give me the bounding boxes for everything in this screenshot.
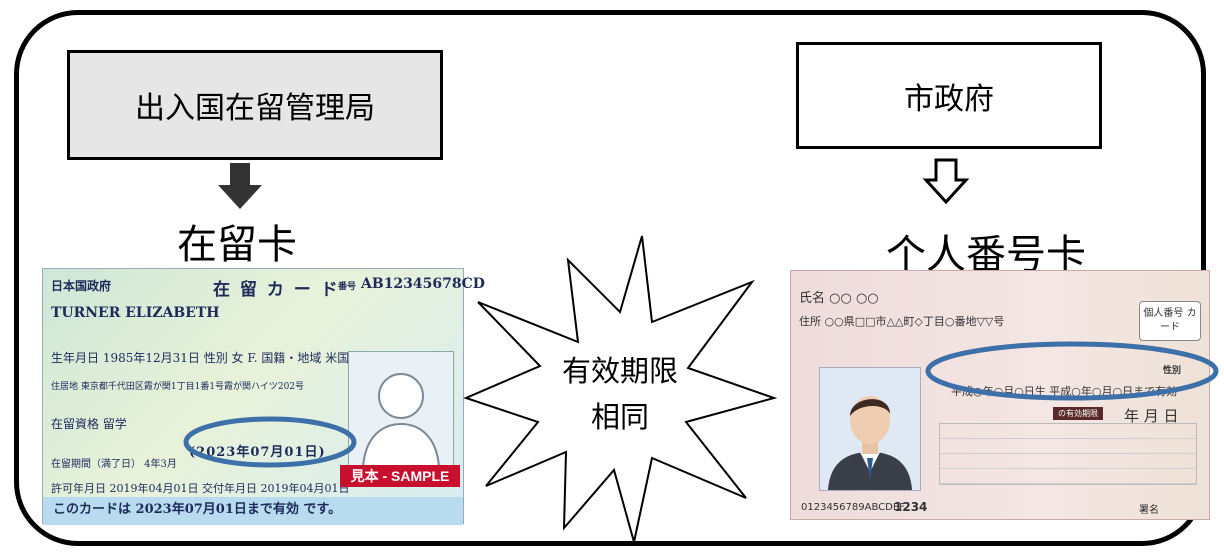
address-line: 住居地 東京都千代田区霞が関1丁目1番1号霞が関ハイツ202号 <box>51 382 305 392</box>
burst-shape <box>463 235 778 543</box>
card-title: 在 留 カ ー ド <box>213 280 340 300</box>
immigration-bureau-label: 出入国在留管理局 <box>135 91 375 126</box>
card-number: 0123456789ABCDEF <box>801 502 905 513</box>
residence-card-image: 日本国政府 在 留 カ ー ド 番号 AB12345678CD TURNER E… <box>42 268 485 525</box>
address-line: 住所 ○○県□□市△△町◇丁目○番地▽▽号 <box>799 315 1005 328</box>
note-lines <box>939 423 1197 485</box>
pin-number: 1234 <box>894 500 928 514</box>
permission-line: 許可年月日 2019年04月01日 交付年月日 2019年04月01日 <box>51 482 350 495</box>
expiry-ymd: 年 月 日 <box>1124 407 1179 425</box>
gender-label: 性別 <box>1163 366 1182 376</box>
down-arrow-filled-icon <box>218 163 262 209</box>
holder-name: TURNER ELIZABETH <box>51 305 220 321</box>
city-government-box: 市政府 <box>796 42 1102 149</box>
sample-badge: 見本 - SAMPLE <box>340 465 460 487</box>
signature-label: 署名 <box>1139 505 1159 516</box>
burst-line-1: 有效期限 <box>561 354 678 388</box>
status-line: 在留資格 留学 <box>51 417 127 431</box>
residence-card-label: 在留卡 <box>177 222 297 268</box>
expiry-tag: の有効期限 <box>1053 407 1103 420</box>
card-number: AB12345678CD <box>361 276 485 292</box>
burst-text: 有效期限 相同 <box>560 348 680 440</box>
burst-line-2: 相同 <box>590 400 649 434</box>
mynumber-card-image: 氏名 ○○ ○○ 住所 ○○県□□市△△町◇丁目○番地▽▽号 個人番号 カード … <box>790 270 1210 520</box>
card-issuer: 日本国政府 <box>51 279 112 293</box>
card-number-label: 番号 <box>338 282 357 292</box>
birth-expiry-line: 平成○年○月○日生 平成○年○月○日まで有効 <box>951 385 1178 398</box>
holder-photo <box>348 351 454 469</box>
card-logo: 個人番号 カード <box>1139 301 1201 341</box>
down-arrow-outline-icon <box>922 158 970 205</box>
immigration-bureau-box: 出入国在留管理局 <box>67 50 443 160</box>
city-government-label: 市政府 <box>904 81 994 117</box>
person-silhouette-icon <box>362 373 440 469</box>
expiry-date: (2023年07月01日) <box>189 445 326 460</box>
validity-line: このカードは 2023年07月01日まで有効 です。 <box>43 497 463 525</box>
period-line: 在留期間（満了日） 4年3月 <box>51 459 177 470</box>
person-portrait-icon <box>828 396 912 490</box>
birth-line: 生年月日 1985年12月31日 性別 女 F. 国籍・地域 米国 <box>51 351 350 365</box>
holder-name: 氏名 ○○ ○○ <box>799 291 879 306</box>
holder-photo <box>819 367 921 491</box>
